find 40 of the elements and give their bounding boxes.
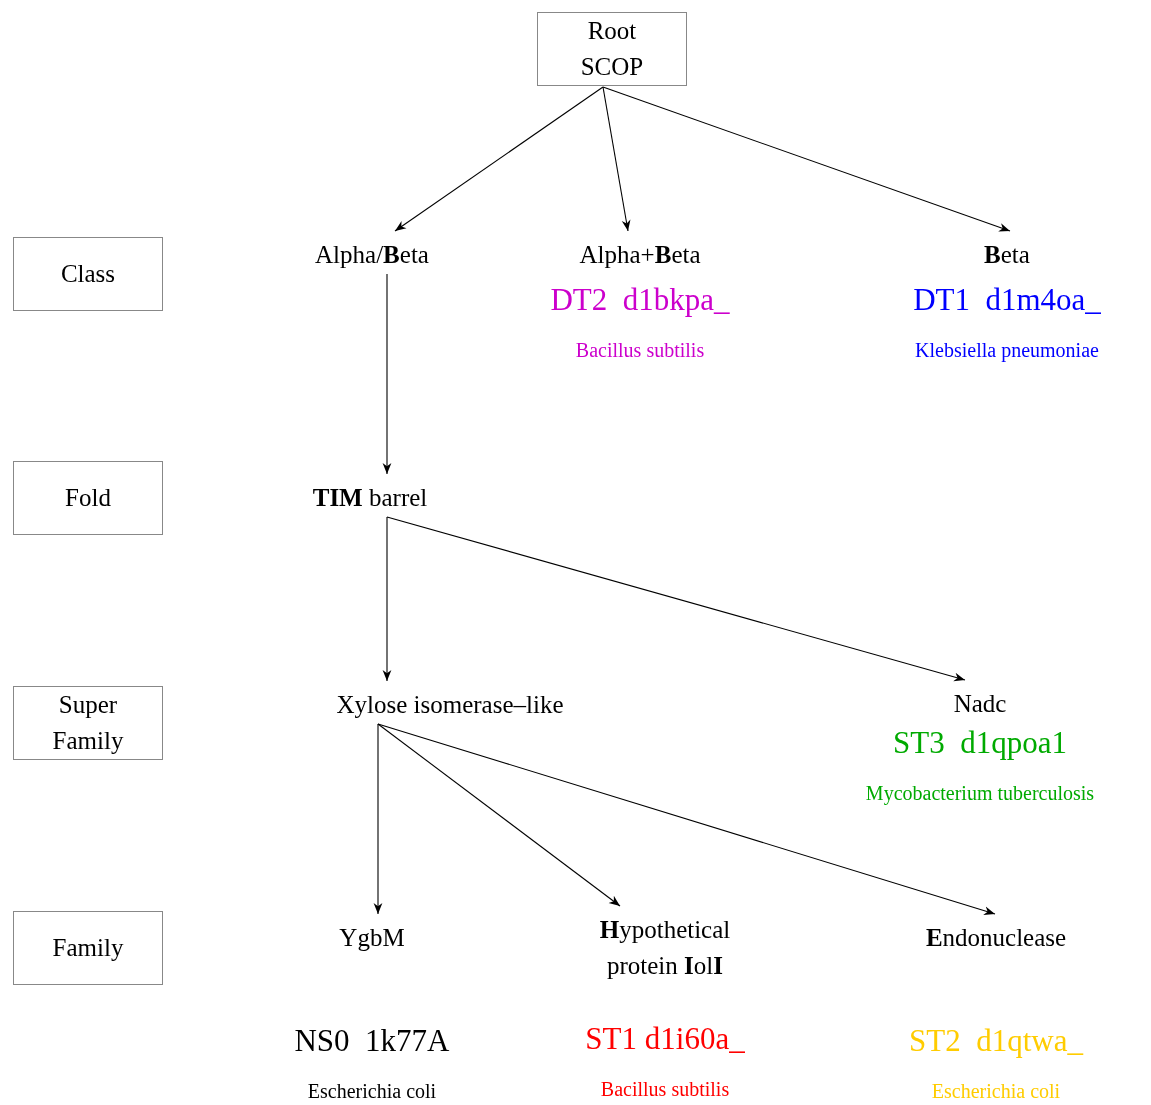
arrow [373,723,383,915]
node-label: Hypothetical protein IolI [598,915,732,981]
arrow [386,516,966,682]
species-name: Escherichia coli [930,1079,1062,1104]
level-box [13,686,163,760]
level-label: Fold [65,483,111,513]
node-label: YgbM [338,923,406,953]
domain-id: DT1 d1m4oa_ [912,281,1102,319]
arrow [382,273,392,475]
species-name: Bacillus subtilis [574,338,706,363]
level-label: Super Family [51,690,125,756]
node-label: TIM barrel [311,483,429,513]
node-label: Nadc [952,689,1008,719]
arrow [382,516,392,682]
level-box [13,461,163,535]
species-name: Mycobacterium tuberculosis [864,781,1096,806]
species-name: Escherichia coli [306,1079,438,1104]
arrow [394,86,604,232]
arrow [377,723,996,915]
species-name: Klebsiella pneumoniae [914,338,1100,363]
node-label: Endonuclease [924,923,1068,953]
node-label: Beta [983,240,1031,270]
root-box [537,12,687,86]
domain-id: ST3 d1qpoa1 [892,724,1068,762]
node-label: Alpha/Beta [314,240,430,270]
level-label: Class [60,259,116,289]
domain-id: NS0 1k77A [293,1022,451,1060]
species-name: Bacillus subtilis [599,1077,731,1102]
arrow [602,86,631,232]
domain-id: ST1 d1i60a_ [584,1020,746,1058]
level-label: Family [52,933,124,963]
domain-id: DT2 d1bkpa_ [549,281,731,319]
node-label: Alpha+Beta [578,240,702,270]
level-box [13,237,163,311]
level-label: Root SCOP [579,16,645,82]
node-label: Xylose isomerase–like [335,690,565,720]
arrow [377,723,621,907]
level-box [13,911,163,985]
domain-id: ST2 d1qtwa_ [908,1022,1085,1060]
arrow [602,86,1011,232]
